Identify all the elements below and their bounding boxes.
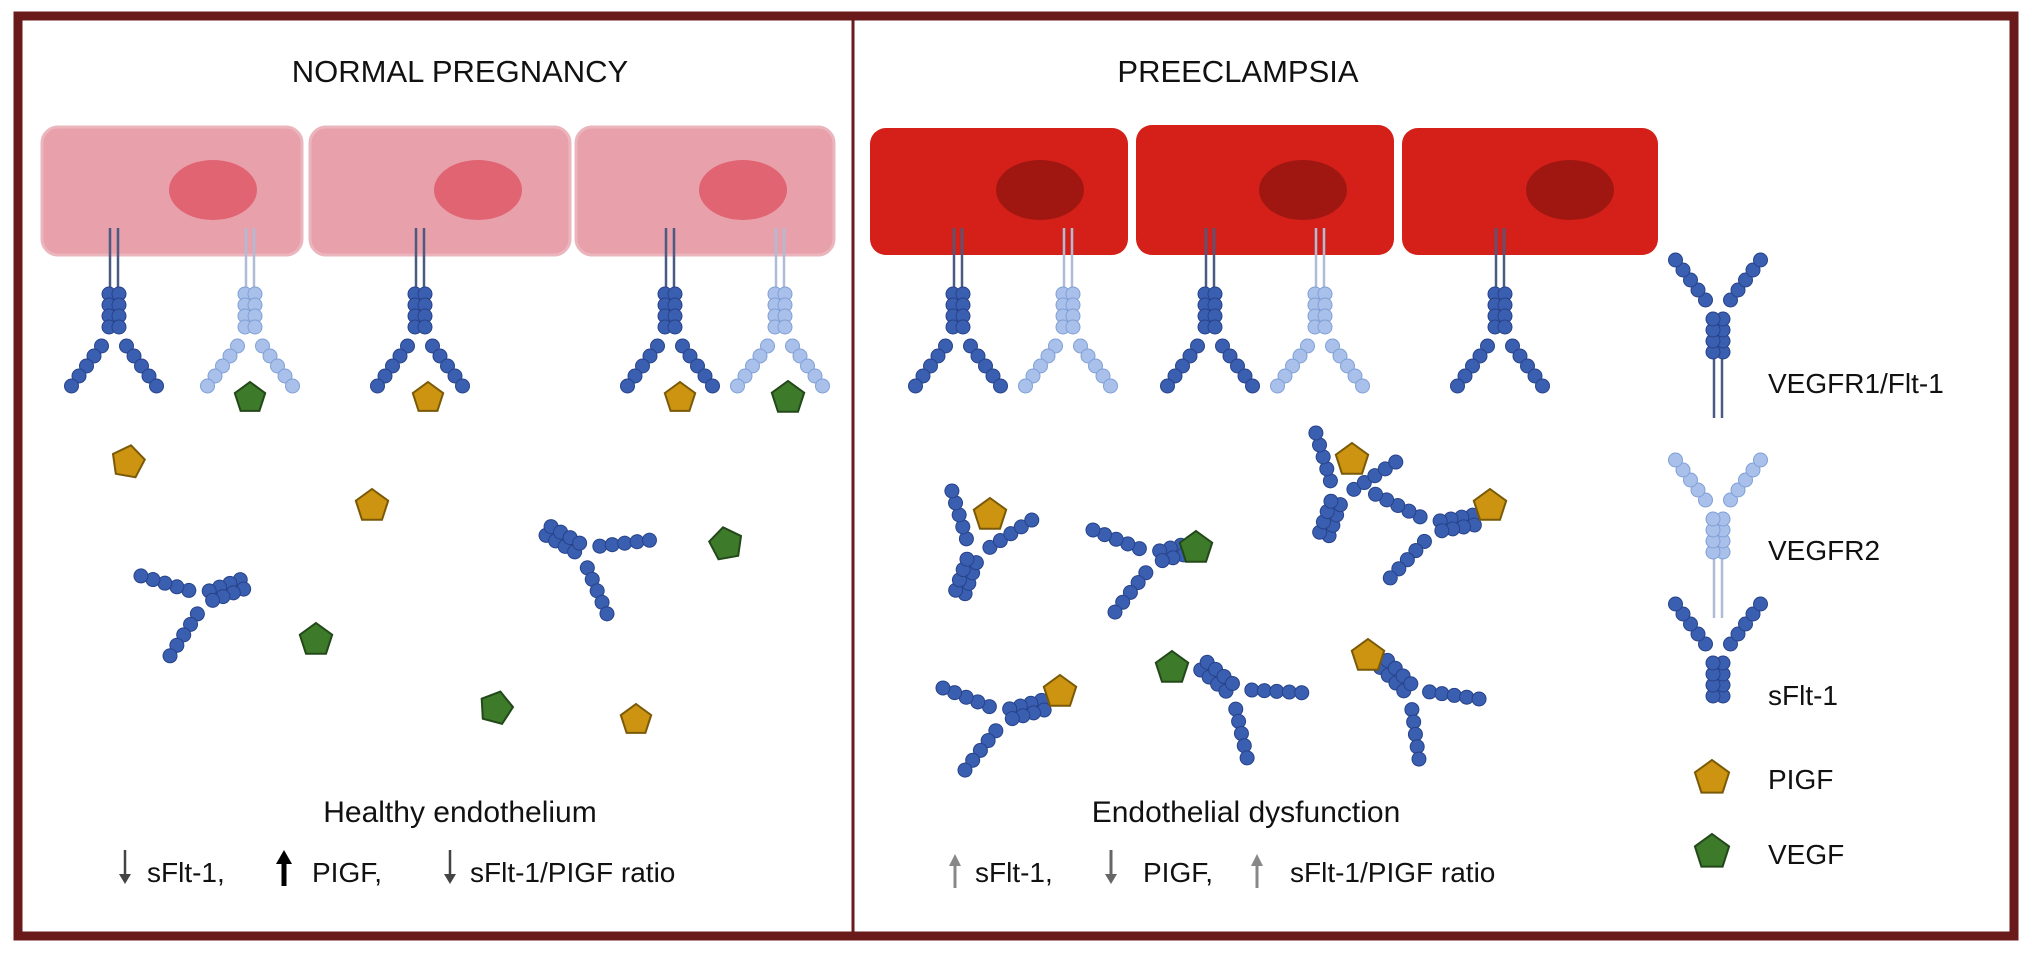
pigf-pentagon-icon	[1042, 673, 1078, 707]
vegfr1-icon	[1668, 252, 1768, 418]
vegf-pentagon-icon	[770, 379, 806, 413]
pigf-pentagon-icon	[411, 380, 445, 412]
sflt1-molecule	[133, 568, 252, 664]
vegfr2-icon	[1668, 452, 1768, 618]
vegf-pentagon-icon	[1693, 832, 1731, 868]
vegf-pentagon-icon	[1154, 649, 1190, 683]
normal-cell	[574, 125, 836, 257]
pigf-pentagon-icon	[1350, 637, 1386, 671]
pigf-pentagon-icon	[663, 380, 697, 412]
normal-summary-pigf: PIGF,	[312, 857, 382, 888]
pigf-pentagon-icon	[1693, 758, 1731, 794]
normal-panel-title: NORMAL PREGNANCY	[292, 54, 628, 89]
preeclampsia-summary-sflt1: sFlt-1,	[975, 857, 1053, 888]
vegfr1-receptor	[908, 228, 1008, 394]
preeclampsia-caption: Endothelial dysfunction	[1092, 796, 1401, 829]
down-arrow-icon	[119, 850, 131, 884]
vegf-pentagon-icon	[233, 380, 267, 412]
sflt1-molecule	[1368, 486, 1482, 586]
normal-nucleus	[169, 160, 257, 220]
preeclampsia-nucleus	[996, 160, 1084, 220]
preeclampsia-cell	[1402, 128, 1658, 255]
sflt1-molecule	[1372, 652, 1487, 767]
molecule-layer	[64, 228, 1768, 868]
vegfr1-receptor	[1160, 228, 1260, 394]
pigf-pentagon-icon	[1334, 441, 1370, 475]
normal-endothelial-cells	[40, 125, 836, 257]
normal-summary-ratio: sFlt-1/PIGF ratio	[470, 857, 675, 888]
preeclampsia-nucleus	[1259, 160, 1347, 220]
vegf-pentagon-icon	[707, 526, 743, 561]
figure-frame	[13, 11, 2019, 941]
down-arrow-icon	[1105, 850, 1117, 884]
preeclampsia-cell	[1136, 125, 1394, 255]
sflt1-molecule	[944, 483, 1040, 602]
up-arrow-bold-icon	[276, 850, 292, 886]
normal-cell	[308, 125, 572, 257]
preeclampsia-endothelial-cells	[870, 125, 1658, 255]
pigf-pentagon-icon	[111, 444, 147, 479]
sflt1-icon	[1668, 596, 1768, 704]
preeclampsia-nucleus	[1526, 160, 1614, 220]
sflt1-molecule	[538, 519, 657, 622]
legend-label-sflt1: sFlt-1	[1768, 680, 1838, 711]
preeclampsia-panel-title: PREECLAMPSIA	[1117, 54, 1359, 89]
pigf-pentagon-icon	[619, 702, 653, 734]
pigf-pentagon-icon	[1472, 487, 1508, 521]
down-arrow-icon	[444, 850, 456, 884]
vegfr1-receptor	[64, 228, 164, 394]
pigf-pentagon-icon	[354, 487, 390, 521]
preeclampsia-summary-ratio: sFlt-1/PIGF ratio	[1290, 857, 1495, 888]
legend-label-pigf: PIGF	[1768, 764, 1833, 795]
vegfr1-receptor	[620, 228, 720, 394]
legend-label-vegfr1: VEGFR1/Flt-1	[1768, 368, 1944, 399]
normal-nucleus	[434, 160, 522, 220]
sflt1-molecule	[1308, 425, 1404, 544]
vegf-pentagon-icon	[298, 621, 334, 655]
normal-summary: sFlt-1, PIGF, sFlt-1/PIGF ratio	[119, 850, 675, 888]
vegfr2-receptor	[200, 228, 300, 394]
vegf-pentagon-icon	[1178, 529, 1214, 563]
vegf-pentagon-icon	[480, 690, 515, 726]
vegfr1-receptor	[370, 228, 470, 394]
normal-summary-sflt1: sFlt-1,	[147, 857, 225, 888]
vegfr2-receptor	[1270, 228, 1370, 394]
normal-nucleus	[699, 160, 787, 220]
vegfr2-receptor	[730, 228, 830, 394]
sflt1-molecule	[1193, 654, 1310, 766]
up-arrow-icon	[1251, 854, 1263, 888]
sflt1-molecule	[935, 680, 1052, 778]
pigf-pentagon-icon	[972, 496, 1008, 530]
preeclampsia-summary-pigf: PIGF,	[1143, 857, 1213, 888]
preeclampsia-summary: sFlt-1, PIGF, sFlt-1/PIGF ratio	[949, 850, 1495, 888]
legend: VEGFR1/Flt-1 VEGFR2 sFlt-1 PIGF VEGF	[1768, 368, 1944, 870]
vegfr1-receptor	[1450, 228, 1550, 394]
normal-cell	[40, 125, 304, 257]
vegfr2-receptor	[1018, 228, 1118, 394]
legend-label-vegf: VEGF	[1768, 839, 1844, 870]
legend-label-vegfr2: VEGFR2	[1768, 535, 1880, 566]
preeclampsia-cell	[870, 128, 1128, 255]
up-arrow-icon	[949, 854, 961, 888]
normal-caption: Healthy endothelium	[323, 796, 597, 829]
